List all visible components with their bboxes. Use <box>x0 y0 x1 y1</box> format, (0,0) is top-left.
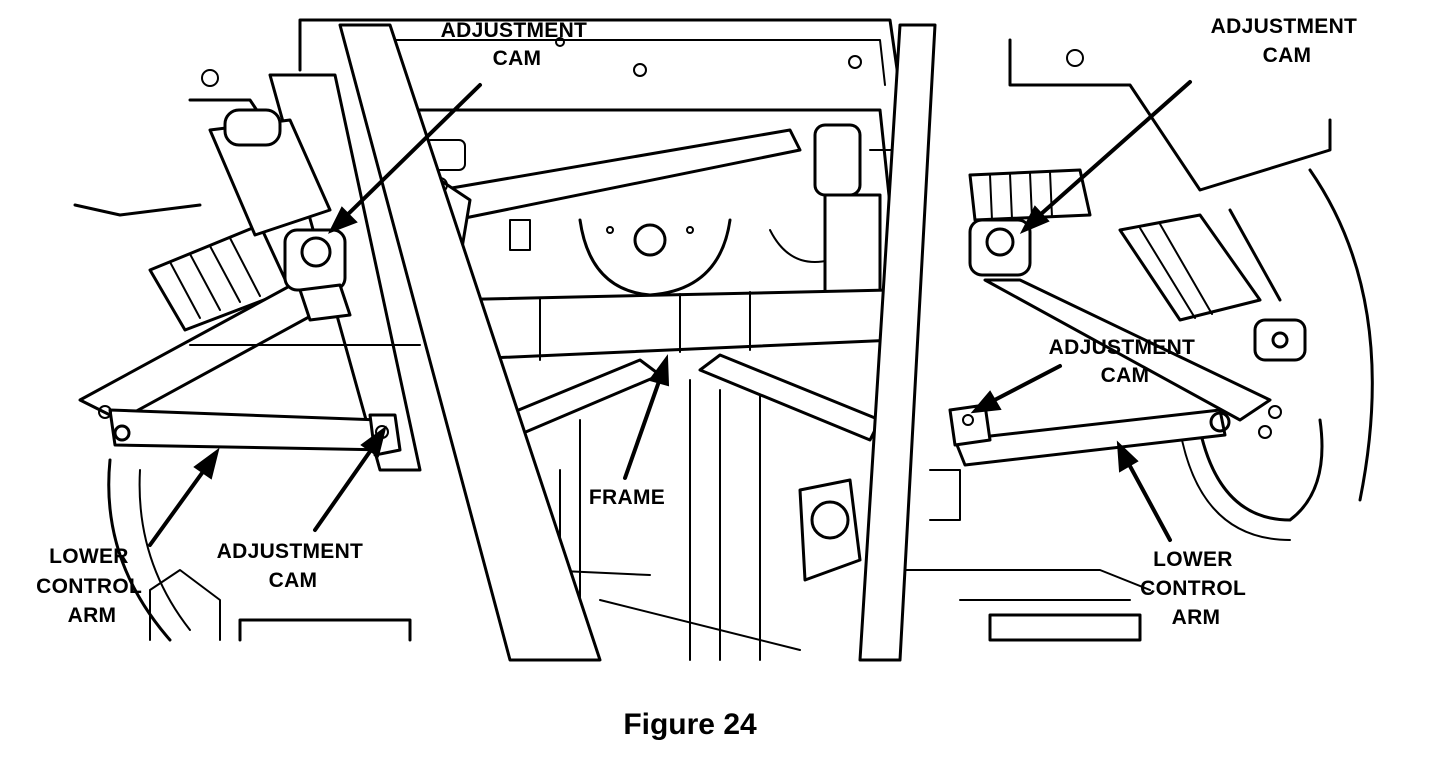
figure-caption: Figure 24 <box>623 708 757 741</box>
label-frame: FRAME <box>589 486 665 509</box>
label-adjustment-cam-top-left: ADJUSTMENT CAM <box>441 19 594 70</box>
label-adjustment-cam-bottom-left: ADJUSTMENT CAM <box>217 540 370 592</box>
label-adjustment-cam-top-right: ADJUSTMENT CAM <box>1211 15 1364 67</box>
label-lower-control-arm-right: LOWER CONTROL ARM <box>1140 548 1252 629</box>
right-suspension <box>798 168 1307 582</box>
label-lower-control-arm-left: LOWER CONTROL ARM <box>36 545 148 627</box>
callout-labels: ADJUSTMENT CAM ADJUSTMENT CAM ADJUSTMENT… <box>36 15 1364 629</box>
leader-arrows <box>148 80 1192 547</box>
left-suspension <box>73 108 421 457</box>
label-adjustment-cam-mid-right: ADJUSTMENT CAM <box>1049 336 1202 387</box>
suspension-diagram: ADJUSTMENT CAM ADJUSTMENT CAM ADJUSTMENT… <box>36 15 1374 662</box>
